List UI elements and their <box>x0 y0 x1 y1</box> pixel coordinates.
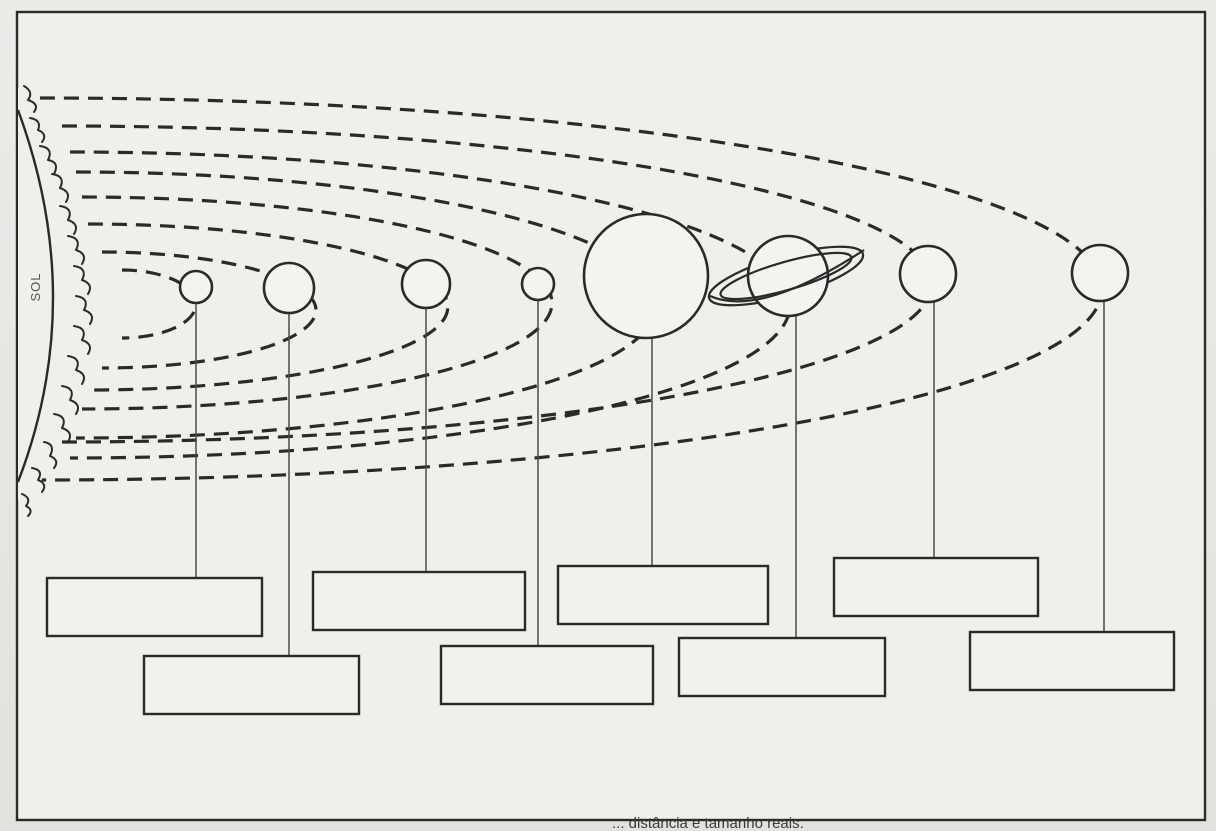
answer-box[interactable] <box>441 646 653 704</box>
planet-6 <box>748 236 828 316</box>
planet-8 <box>1072 245 1128 301</box>
answer-box[interactable] <box>679 638 885 696</box>
answer-box[interactable] <box>834 558 1038 616</box>
answer-box[interactable] <box>558 566 768 624</box>
answer-box[interactable] <box>970 632 1174 690</box>
planet-7 <box>900 246 956 302</box>
sun-label: SOL <box>28 272 43 301</box>
caption: ... distância e tamanho reais. <box>612 815 804 831</box>
planet-5 <box>584 214 708 338</box>
answer-box[interactable] <box>313 572 525 630</box>
planet-3 <box>402 260 450 308</box>
planet-4 <box>522 268 554 300</box>
planet-2 <box>264 263 314 313</box>
answer-box[interactable] <box>47 578 262 636</box>
answer-box[interactable] <box>144 656 359 714</box>
planet-1 <box>180 271 212 303</box>
